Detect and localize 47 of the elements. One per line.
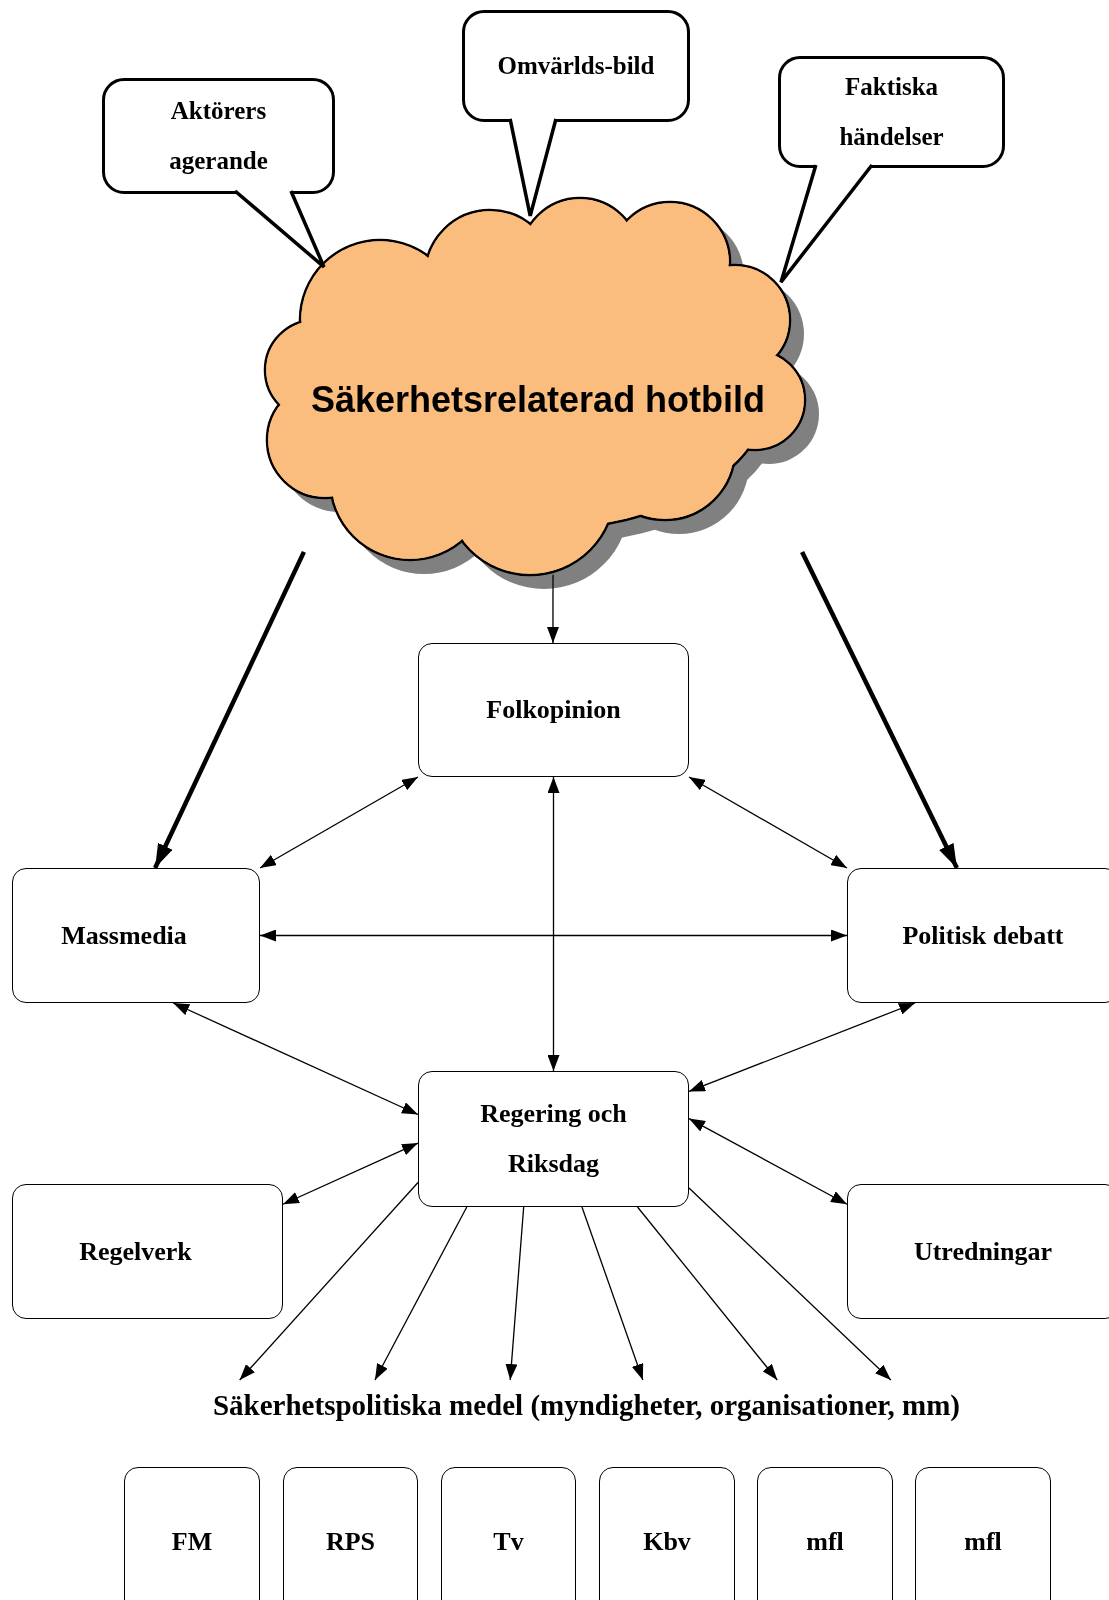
caption-text: Säkerhetspolitiska medel (myndigheter, organisationer, mm)	[213, 1388, 960, 1422]
arrow	[688, 1187, 892, 1381]
arrow	[581, 1206, 644, 1381]
rounded-box	[12, 868, 260, 1003]
rounded-box	[12, 1184, 283, 1319]
box-label: Tv	[493, 1527, 524, 1557]
rounded-box	[599, 1467, 735, 1600]
box-label: mfl	[806, 1527, 844, 1557]
arrow	[172, 1002, 419, 1116]
arrow	[688, 1117, 848, 1205]
rounded-box	[757, 1467, 893, 1600]
arrow	[800, 550, 959, 869]
rounded-box	[441, 1467, 576, 1600]
box-label: Massmedia	[61, 920, 187, 951]
arrow	[259, 929, 848, 942]
box-label: mfl	[964, 1527, 1002, 1557]
box-label: FM	[171, 1527, 213, 1557]
cloud-title: Säkerhetsrelaterad hotbild	[310, 378, 766, 421]
rounded-box	[915, 1467, 1051, 1600]
arrow	[239, 1181, 419, 1381]
arrow	[547, 776, 560, 1072]
rounded-box	[124, 1467, 260, 1600]
rounded-box	[283, 1467, 418, 1600]
box-label: Regelverk	[79, 1236, 192, 1267]
rounded-box	[847, 1184, 1109, 1319]
arrow	[688, 1002, 916, 1093]
box-label: RPS	[325, 1527, 376, 1557]
arrow	[374, 1206, 468, 1381]
rounded-box	[847, 868, 1109, 1003]
arrow	[153, 550, 306, 869]
box-label: Utredningar	[913, 1236, 1053, 1267]
arrow	[636, 1206, 778, 1381]
box-label: Politisk debatt	[902, 920, 1064, 951]
arrow	[505, 1206, 525, 1381]
box-label: Folkopinion	[486, 695, 621, 725]
box-label: Omvärlds-bild	[496, 51, 656, 81]
arrow	[546, 574, 559, 644]
arrow	[282, 1142, 419, 1205]
box-label: Aktörers agerande	[168, 96, 269, 176]
speech-bubble	[462, 10, 690, 122]
box-label: Faktiska händelser	[838, 72, 945, 152]
box-label: Regering och Riksdag	[479, 1098, 628, 1180]
box-label: Kbv	[643, 1527, 691, 1557]
arrow	[259, 776, 419, 869]
rounded-box	[418, 1071, 689, 1207]
rounded-box	[418, 643, 689, 777]
arrow	[688, 776, 848, 869]
